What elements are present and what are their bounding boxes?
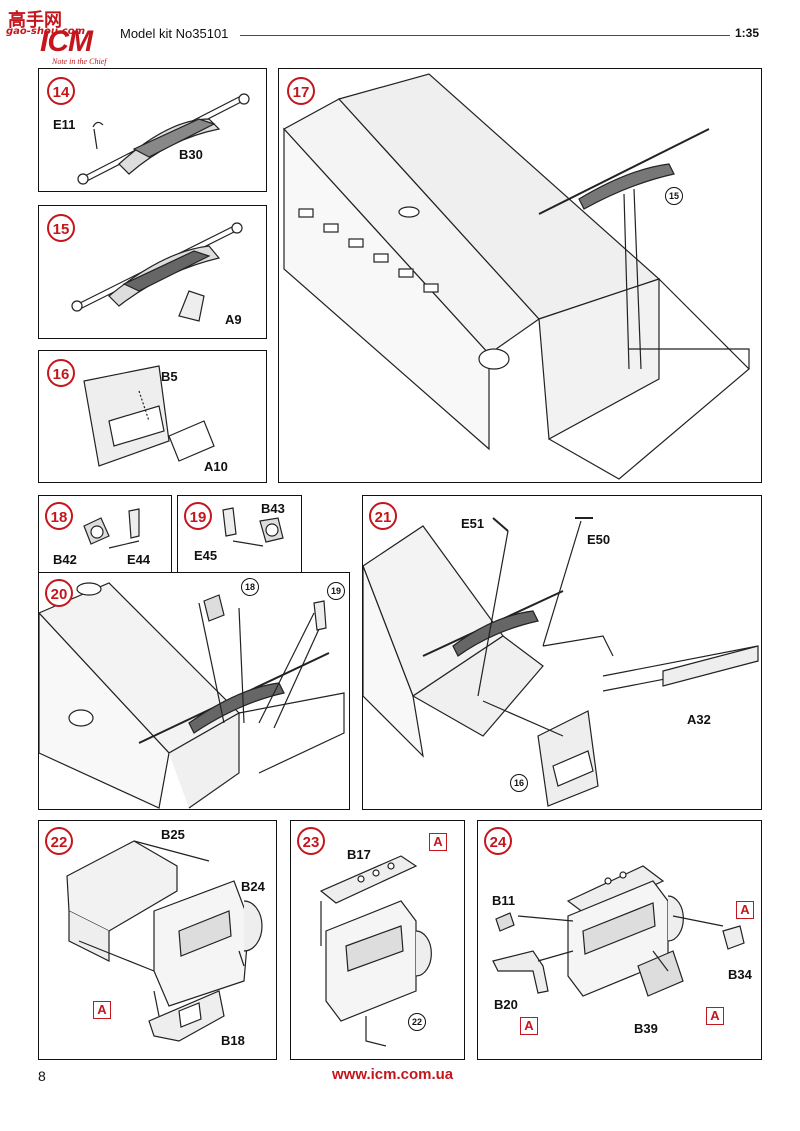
part-label-b42: B42 <box>53 552 77 567</box>
footer-url[interactable]: www.icm.com.ua <box>332 1066 454 1083</box>
step-18-number: 18 <box>45 502 73 530</box>
step-15-number: 15 <box>47 214 75 242</box>
step-ref-18: 18 <box>241 578 259 596</box>
step-18-drawing <box>83 508 140 549</box>
step-ref-15: 15 <box>665 187 683 205</box>
kit-number: Model kit No35101 <box>120 26 229 41</box>
step-21-drawing <box>363 517 759 807</box>
watermark-url: gao-shou.com <box>6 26 86 37</box>
step-22-drawing <box>66 840 263 1042</box>
step-20-panel: 20 18 19 <box>38 572 350 810</box>
step-22-panel: 22 B25 B24 B18 A <box>38 820 277 1060</box>
part-label-b25: B25 <box>161 827 185 842</box>
step-19-drawing <box>222 507 284 547</box>
step-15-panel: 15 A9 <box>38 205 267 339</box>
callout-a: A <box>429 833 447 851</box>
scale-label: 1:35 <box>735 26 760 40</box>
page-number: 8 <box>38 1068 46 1084</box>
logo-slogan: Note in the Chief <box>52 57 107 66</box>
part-label-b39: B39 <box>634 1021 658 1036</box>
step-16-drawing <box>83 365 215 467</box>
step-ref-22: 22 <box>408 1013 426 1031</box>
part-label-a32: A32 <box>687 712 711 727</box>
step-ref-16: 16 <box>510 774 528 792</box>
step-24-number: 24 <box>484 827 512 855</box>
part-label-b11: B11 <box>492 893 516 908</box>
icm-logo: ICM <box>40 25 93 58</box>
step-20-drawing <box>39 582 345 809</box>
step-24-panel: 24 B11 B34 B20 B39 A A A <box>477 820 762 1060</box>
step-16-number: 16 <box>47 359 75 387</box>
part-label-e51: E51 <box>461 516 485 531</box>
part-label-b34: B34 <box>728 967 752 982</box>
step-22-number: 22 <box>45 827 73 855</box>
step-23-number: 23 <box>297 827 325 855</box>
header-rule <box>240 35 730 36</box>
part-label-e11: E11 <box>53 117 76 132</box>
step-16-panel: 16 B5 A10 <box>38 350 267 483</box>
part-label-b30: B30 <box>179 147 203 162</box>
part-label-a10: A10 <box>204 459 228 474</box>
step-ref-19: 19 <box>327 582 345 600</box>
step-14-panel: 14 E11 B30 <box>38 68 267 192</box>
step-15-drawing <box>71 222 243 322</box>
part-label-b20: B20 <box>494 997 518 1012</box>
callout-a: A <box>520 1017 538 1035</box>
step-23-drawing <box>319 855 432 1047</box>
part-label-b43: B43 <box>261 501 285 516</box>
part-label-b24: B24 <box>241 879 265 894</box>
part-label-e50: E50 <box>587 532 611 547</box>
callout-a: A <box>706 1007 724 1025</box>
part-label-b5: B5 <box>161 369 178 384</box>
step-20-number: 20 <box>45 579 73 607</box>
part-label-b17: B17 <box>347 847 371 862</box>
step-24-drawing <box>492 865 745 997</box>
step-18-panel: 18 B42 E44 <box>38 495 172 573</box>
step-14-drawing <box>77 93 250 185</box>
step-17-panel: 17 15 <box>278 68 762 483</box>
step-19-panel: 19 B43 E45 <box>177 495 302 573</box>
callout-a: A <box>93 1001 111 1019</box>
step-14-number: 14 <box>47 77 75 105</box>
step-21-panel: 21 E51 E50 A32 16 <box>362 495 762 810</box>
step-17-number: 17 <box>287 77 315 105</box>
watermark-title: 高手网 <box>8 10 62 31</box>
step-19-number: 19 <box>184 502 212 530</box>
part-label-e44: E44 <box>127 552 151 567</box>
step-23-panel: 23 B17 A 22 <box>290 820 465 1060</box>
step-17-drawing <box>283 73 750 480</box>
callout-a: A <box>736 901 754 919</box>
part-label-e45: E45 <box>194 548 218 563</box>
part-label-b18: B18 <box>221 1033 245 1048</box>
part-label-a9: A9 <box>225 312 242 327</box>
step-21-number: 21 <box>369 502 397 530</box>
